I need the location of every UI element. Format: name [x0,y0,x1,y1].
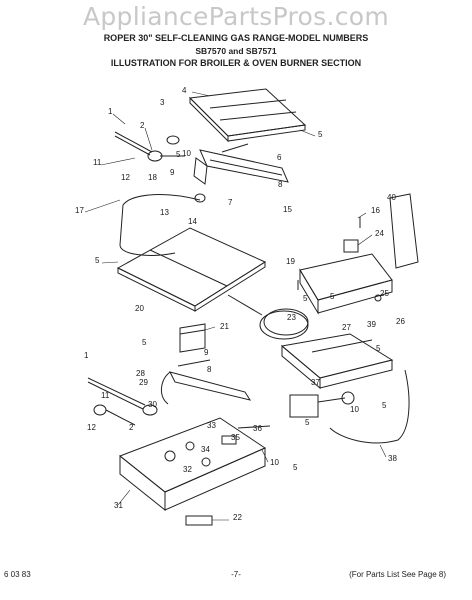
oven-burner-lower [161,359,252,405]
callout-25: 25 [380,289,389,298]
callout-40: 40 [387,193,396,202]
oven-control-box [299,193,419,315]
watermark: AppliancePartsPros.com [82,2,390,31]
oven-orifice-assembly [87,377,158,426]
callout-26: 26 [396,317,405,326]
callout-29: 29 [139,378,148,387]
oven-burner-tube-right [280,333,394,390]
callout-5: 5 [293,463,298,472]
callout-34: 34 [201,445,210,454]
parts-list-reference: (For Parts List See Page 8) [349,570,446,579]
callout-14: 14 [188,217,197,226]
callout-11: 11 [93,158,102,167]
broiler-burner-part [193,143,289,185]
callout-labels: 1 2 3 4 5 5 6 7 8 9 10 11 12 13 14 15 16… [75,86,405,522]
callout-37: 37 [311,378,320,387]
diagram-title: ROPER 30" SELF-CLEANING GAS RANGE-MODEL … [103,33,369,43]
callout-6: 6 [277,153,282,162]
footer-date: 6 03 83 [4,570,31,579]
callout-12: 12 [87,423,96,432]
callout-28: 28 [136,369,145,378]
page-number: -7- [231,570,241,579]
callout-10: 10 [270,458,279,467]
callout-33: 33 [207,421,216,430]
callout-36: 36 [253,424,262,433]
broiler-orifice-assembly [114,131,185,162]
callout-1: 1 [108,107,113,116]
callout-3: 3 [160,98,165,107]
callout-7: 7 [228,198,233,207]
callout-30: 30 [148,400,157,409]
callout-12: 12 [121,173,130,182]
callout-31: 31 [114,501,123,510]
callout-10: 10 [350,405,359,414]
callout-16: 16 [371,206,380,215]
callout-19: 19 [286,257,295,266]
callout-5: 5 [305,418,310,427]
callout-20: 20 [135,304,144,313]
callout-5: 5 [382,401,387,410]
callout-10: 10 [182,149,191,158]
callout-2: 2 [129,423,134,432]
callout-5: 5 [176,150,181,159]
model-numbers: SB7570 and SB7571 [195,46,277,56]
callout-22: 22 [233,513,242,522]
callout-5: 5 [303,294,308,303]
bracket-part [179,323,206,353]
broiler-pan-part [188,88,307,143]
callout-15: 15 [283,205,292,214]
capillary-tube-upper [119,194,201,256]
callout-5: 5 [142,338,147,347]
callout-21: 21 [220,322,229,331]
gas-valve-block [289,391,355,418]
callout-38: 38 [388,454,397,463]
callout-27: 27 [342,323,351,332]
callout-13: 13 [160,208,169,217]
gas-tube-right [329,369,410,444]
callout-39: 39 [367,320,376,329]
callout-35: 35 [231,433,240,442]
heat-shield-plate [116,227,267,312]
callout-11: 11 [101,391,110,400]
capillary-coil [227,294,309,340]
small-block-part [185,515,213,526]
leader-lines [84,91,387,521]
callout-5: 5 [318,130,323,139]
callout-5: 5 [330,292,335,301]
callout-8: 8 [207,365,212,374]
callout-17: 17 [75,206,84,215]
callout-2: 2 [140,121,145,130]
callout-8: 8 [278,180,283,189]
callout-18: 18 [148,173,157,182]
callout-4: 4 [182,86,187,95]
callout-9: 9 [170,168,175,177]
callout-1: 1 [84,351,89,360]
oven-bottom-tray [119,417,267,512]
callout-5: 5 [95,256,100,265]
callout-32: 32 [183,465,192,474]
callout-5: 5 [376,344,381,353]
diagram-subtitle: ILLUSTRATION FOR BROILER & OVEN BURNER S… [110,58,362,68]
callout-24: 24 [375,229,384,238]
callout-9: 9 [204,348,209,357]
callout-23: 23 [287,313,296,322]
